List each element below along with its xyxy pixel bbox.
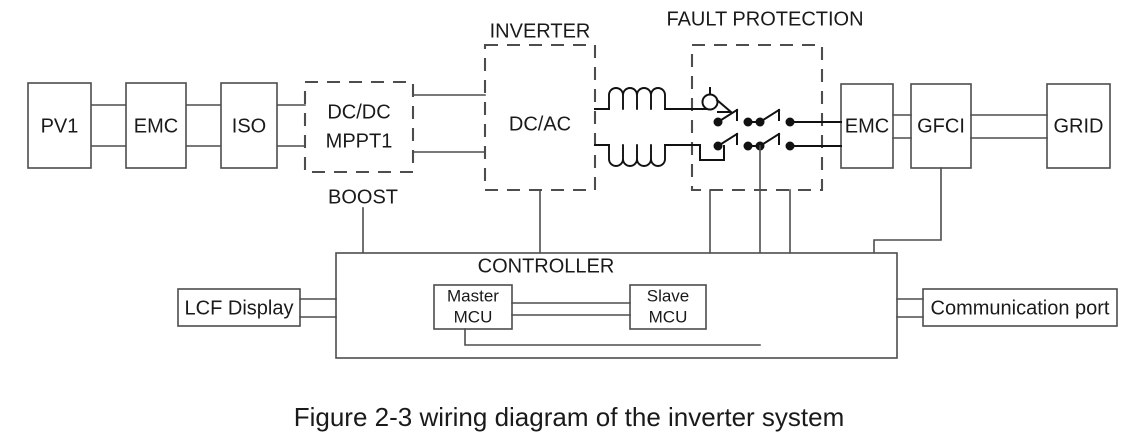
wire-feed-row-bottom bbox=[699, 144, 725, 161]
terminal-dot-icon-b1 bbox=[713, 141, 723, 151]
gfci-label: GFCI bbox=[917, 115, 965, 137]
emc-output-label: EMC bbox=[845, 115, 889, 137]
block-controller[interactable]: CONTROLLER bbox=[335, 252, 898, 359]
block-dcdc-mppt1[interactable]: DC/DC MPPT1 bbox=[303, 80, 415, 174]
wire-indicator-to-row-top bbox=[715, 98, 734, 113]
dcdc-mppt1-box bbox=[303, 80, 415, 174]
iso-box bbox=[220, 82, 278, 169]
block-emc-input[interactable]: EMC bbox=[125, 82, 187, 169]
figure-caption: Figure 2-3 wiring diagram of the inverte… bbox=[294, 402, 845, 432]
block-emc-output[interactable]: EMC bbox=[840, 83, 894, 169]
grid-box bbox=[1046, 83, 1111, 169]
pv1-label: PV1 bbox=[41, 115, 79, 137]
wire-gfci-to-controller bbox=[873, 167, 942, 254]
block-communication-port[interactable]: Communication port bbox=[922, 288, 1118, 327]
terminal-dot-icon-t3 bbox=[755, 117, 765, 127]
emc-input-box bbox=[125, 82, 187, 169]
dcdc-label-line1: DC/DC bbox=[327, 101, 390, 123]
block-slave-mcu[interactable]: Slave MCU bbox=[629, 284, 707, 330]
emc-input-label: EMC bbox=[134, 115, 178, 137]
inverter-dcac-label: DC/AC bbox=[509, 113, 571, 135]
block-grid[interactable]: GRID bbox=[1046, 83, 1111, 169]
pv1-box bbox=[27, 82, 92, 169]
control-signal-lines bbox=[362, 145, 942, 254]
communication-port-wires bbox=[896, 298, 924, 318]
lcf-display-label: LCF Display bbox=[185, 297, 294, 319]
indicator-circle-icon bbox=[701, 93, 719, 111]
block-fault-protection[interactable] bbox=[690, 43, 824, 192]
mcu-bus-wires bbox=[464, 302, 761, 346]
inductor-coil-icon-bottom bbox=[594, 144, 701, 167]
grid-label: GRID bbox=[1054, 115, 1104, 137]
master-mcu-label-line1: Master bbox=[447, 286, 499, 305]
relay-switch-assembly[interactable] bbox=[699, 87, 842, 161]
emc-output-box bbox=[840, 83, 894, 169]
block-inverter[interactable]: DC/AC bbox=[483, 43, 597, 192]
coil-bottom-windings bbox=[608, 144, 666, 167]
block-lcf-display[interactable]: LCF Display bbox=[177, 288, 301, 327]
coil-top-windings bbox=[608, 87, 666, 110]
fault-protection-box bbox=[690, 43, 824, 192]
master-mcu-label-line2: MCU bbox=[454, 307, 493, 326]
master-mcu-box bbox=[433, 284, 513, 330]
block-iso[interactable]: ISO bbox=[220, 82, 278, 169]
ac-output-wires bbox=[892, 114, 1048, 139]
lcf-display-box bbox=[177, 288, 301, 327]
dc-string-wires bbox=[90, 94, 486, 153]
terminal-dot-icon-b2 bbox=[743, 141, 753, 151]
block-master-mcu[interactable]: Master MCU bbox=[433, 284, 513, 330]
slave-mcu-box bbox=[629, 284, 707, 330]
boost-label: BOOST bbox=[328, 186, 398, 208]
inverter-group-label: INVERTER bbox=[490, 20, 591, 42]
controller-box bbox=[335, 252, 898, 359]
block-gfci[interactable]: GFCI bbox=[910, 83, 972, 169]
inductor-coil-icon-top bbox=[594, 87, 711, 110]
dcdc-label-line2: MPPT1 bbox=[326, 130, 393, 152]
communication-port-box bbox=[922, 288, 1118, 327]
slave-mcu-label-line1: Slave bbox=[647, 286, 690, 305]
terminal-dot-icon-t2 bbox=[743, 117, 753, 127]
slave-mcu-label-line2: MCU bbox=[649, 307, 688, 326]
controller-label: CONTROLLER bbox=[478, 255, 615, 277]
terminal-dot-icon-t1 bbox=[713, 117, 723, 127]
lcf-display-wires bbox=[299, 298, 337, 318]
fault-protection-group-label: FAULT PROTECTION bbox=[666, 8, 863, 30]
communication-port-label: Communication port bbox=[931, 297, 1110, 319]
wire-master-mcu-feedback bbox=[464, 328, 761, 346]
iso-label: ISO bbox=[232, 115, 266, 137]
block-pv1[interactable]: PV1 bbox=[27, 82, 92, 169]
